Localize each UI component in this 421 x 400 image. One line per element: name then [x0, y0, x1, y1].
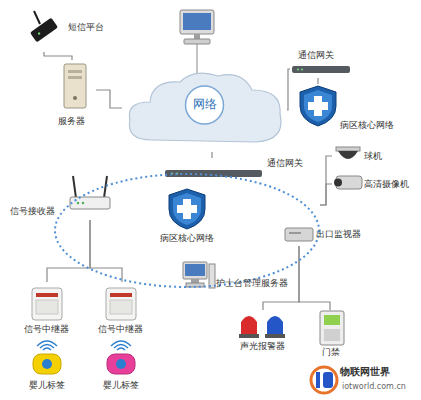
device-label: 球机	[364, 151, 382, 162]
connector-line	[44, 52, 72, 60]
device-label: 婴儿标签	[103, 380, 139, 391]
device-label: 信号中继器	[24, 324, 69, 335]
connector-line	[47, 220, 90, 282]
network-cloud: 网络	[122, 68, 287, 152]
device-label: 短信平台	[68, 22, 104, 33]
sms-platform: 短信平台	[28, 8, 120, 52]
device-label: 门禁	[322, 347, 340, 358]
device-label: 通信网关	[298, 50, 334, 61]
signal-repeater: 信号中继器	[96, 282, 148, 338]
device-label: 声光报警器	[240, 341, 285, 352]
device-label: 婴儿标签	[29, 380, 65, 391]
connector-line	[320, 156, 332, 205]
connector-line	[96, 90, 122, 108]
device-label: 护士台管理服务器	[216, 278, 288, 289]
connector-line	[299, 246, 330, 310]
sound-light-alarm: 声光报警器	[236, 310, 292, 356]
connector-line	[317, 78, 318, 84]
device-label: 服务器	[58, 116, 85, 127]
device-label: 病区核心网络	[160, 233, 214, 244]
connector-line	[90, 220, 122, 282]
device-label: 高清摄像机	[364, 179, 409, 190]
gateway: 通信网关	[290, 50, 356, 78]
device-label: 网络	[193, 97, 217, 111]
device-label: 出口监视器	[316, 229, 361, 240]
device-label: 病区核心网络	[340, 120, 394, 131]
watermark-title: 物联网世界	[340, 365, 390, 379]
signal-repeater: 信号中继器	[22, 282, 74, 338]
device-label: 信号中继器	[98, 324, 143, 335]
nurse-server: 护士台管理服务器	[180, 258, 292, 292]
connector-line	[211, 152, 212, 158]
signal-receiver: 信号接收器	[8, 172, 113, 220]
watermark-url: iotworld.com.cn	[342, 382, 406, 391]
door-access: 门禁	[312, 310, 352, 360]
hd-camera: 高清摄像机	[332, 172, 416, 196]
device-label: 通信网关	[267, 158, 303, 169]
device-label: 信号接收器	[10, 206, 55, 217]
exit-monitor: 出口监视器	[283, 224, 417, 246]
baby-tag: 婴儿标签	[98, 350, 144, 394]
core-network-shield: 病区核心网络	[298, 84, 402, 134]
server: 服务器	[52, 60, 96, 130]
connector-line	[320, 184, 332, 205]
core-network-ring: 病区核心网络	[54, 173, 320, 288]
dome-camera: 球机	[332, 145, 416, 167]
baby-tag: 婴儿标签	[24, 350, 70, 394]
gateway: 通信网关	[163, 158, 313, 180]
connector-line	[287, 69, 290, 110]
ring-outline	[54, 173, 320, 288]
